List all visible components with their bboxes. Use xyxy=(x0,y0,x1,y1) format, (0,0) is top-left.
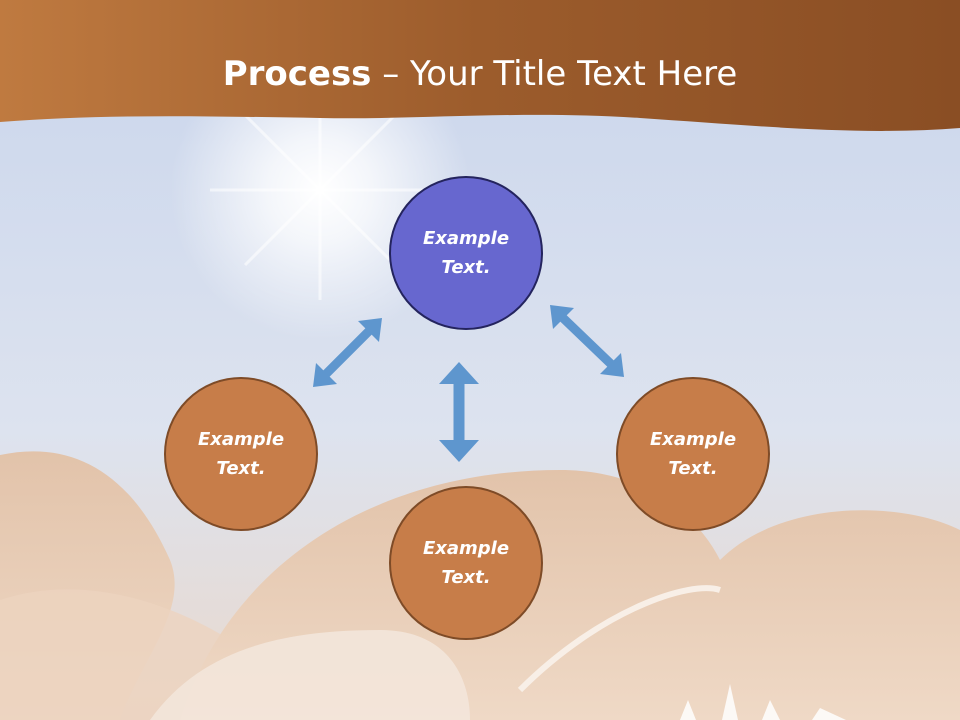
process-node-right: Example Text. xyxy=(616,377,770,531)
process-node-left: Example Text. xyxy=(164,377,318,531)
double-arrow-vertical xyxy=(439,362,479,462)
process-node-bottom-text: Example Text. xyxy=(422,538,510,588)
slide-title-bold: Process xyxy=(222,54,372,94)
process-node-left-text: Example Text. xyxy=(197,429,285,479)
process-node-top-text: Example Text. xyxy=(422,228,510,278)
double-arrow-top-right xyxy=(550,305,624,377)
process-node-bottom: Example Text. xyxy=(389,486,543,640)
double-arrow-top-left xyxy=(313,318,382,387)
process-node-right-text: Example Text. xyxy=(649,429,737,479)
process-node-top: Example Text. xyxy=(389,176,543,330)
slide-title-rest: – Your Title Text Here xyxy=(371,54,738,94)
slide-title: Process – Your Title Text Here xyxy=(0,52,960,96)
